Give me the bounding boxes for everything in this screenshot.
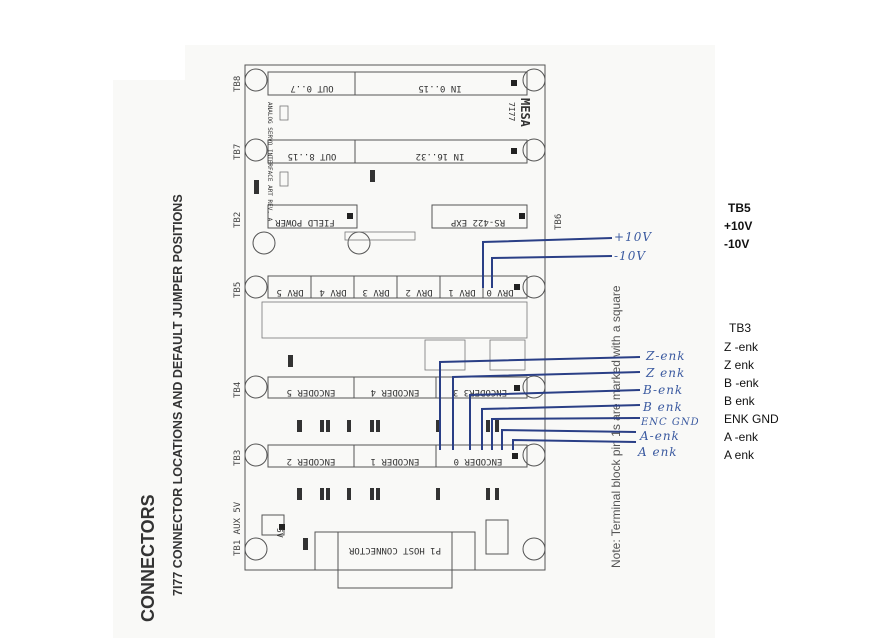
encoder2-label: ENCODER 2: [287, 456, 336, 466]
legend-tb5-item: -10V: [724, 237, 749, 251]
tb4-side-label: TB4: [233, 382, 243, 398]
hand-label-a: A enk: [637, 445, 678, 459]
pin-legend: TB5 +10V -10V TB3 Z -enk Z enk B -enk B …: [724, 201, 779, 462]
encoder0-label: ENCODER 0: [454, 456, 503, 466]
hand-label-enc-gnd: ENC GND: [640, 417, 700, 428]
hand-label-z: Z enk: [645, 366, 685, 380]
drv3-label: DRV 3: [362, 287, 389, 297]
hand-label-z-neg: Z-enk: [645, 349, 686, 363]
legend-tb3-item: Z -enk: [724, 340, 759, 354]
pin1-note: Note: Terminal block pin 1s are marked w…: [609, 285, 623, 568]
legend-tb3-title: TB3: [729, 321, 751, 335]
tb8-in-label: IN 0..15: [418, 83, 461, 93]
drv1-label: DRV 1: [448, 287, 475, 297]
tb7-side-label: TB7: [233, 144, 243, 160]
legend-tb3-item: Z enk: [724, 358, 755, 372]
legend-tb5-title: TB5: [728, 201, 751, 215]
tb5-side-label: TB5: [233, 282, 243, 298]
mesa-logo: MESA: [518, 98, 532, 128]
hand-drawn-wires: [439, 237, 641, 450]
drv2-label: DRV 2: [405, 287, 432, 297]
hand-label-minus10v: -10V: [614, 249, 646, 263]
legend-tb3-item: B enk: [724, 394, 756, 408]
rs422-exp-label: RS-422 EXP: [450, 217, 505, 227]
tb2-side-label: TB2: [233, 212, 243, 228]
tb6-side-label: TB6: [554, 214, 564, 230]
board-model: 7I77: [507, 102, 516, 121]
tb7-in-label: IN 16..32: [416, 151, 465, 161]
field-power-label: FIELD POWER: [275, 217, 335, 227]
legend-tb3-item: ENK GND: [724, 412, 779, 426]
diagram-subtitle: 7I77 CONNECTOR LOCATIONS AND DEFAULT JUM…: [171, 194, 185, 596]
drv0-label: DRV 0: [486, 287, 513, 297]
legend-tb3-item: B -enk: [724, 376, 760, 390]
legend-tb3-item: A enk: [724, 448, 755, 462]
tb8-out-label: OUT 0..7: [290, 83, 333, 93]
tb7-out-label: OUT 8..15: [288, 151, 337, 161]
host-connector-label: P1 HOST CONNECTOR: [348, 545, 441, 555]
legend-tb5-item: +10V: [724, 219, 752, 233]
encoder3-label: ENCODER3 3: [453, 387, 507, 397]
diagram-title: CONNECTORS: [138, 494, 158, 622]
hand-label-b-neg: B-enk: [642, 383, 683, 397]
hand-label-plus10v: +10V: [614, 230, 652, 244]
scanned-paper: [113, 45, 715, 638]
tb3-side-label: TB3: [233, 450, 243, 466]
tb1-side-label: TB1 AUX 5V: [233, 501, 243, 556]
hand-label-a-neg: A-enk: [639, 429, 680, 443]
encoder4-label: ENCODER 4: [371, 387, 420, 397]
hand-label-b: B enk: [642, 400, 683, 414]
pcb-board: OUT 0..7 IN 0..15 OUT 8..15 IN 16..32 FI…: [233, 64, 564, 589]
encoder1-label: ENCODER 1: [371, 456, 420, 466]
drv5-label: DRV 5: [276, 287, 303, 297]
legend-tb3-item: A -enk: [724, 430, 759, 444]
board-art-rev: ANALOG SERVO INTERFACE ART REV. A: [266, 102, 273, 222]
encoder5-label: ENCODER 5: [287, 387, 336, 397]
tb8-side-label: TB8: [233, 76, 243, 92]
5v-jumper-label: 5V: [275, 528, 284, 538]
drv4-label: DRV 4: [319, 287, 346, 297]
